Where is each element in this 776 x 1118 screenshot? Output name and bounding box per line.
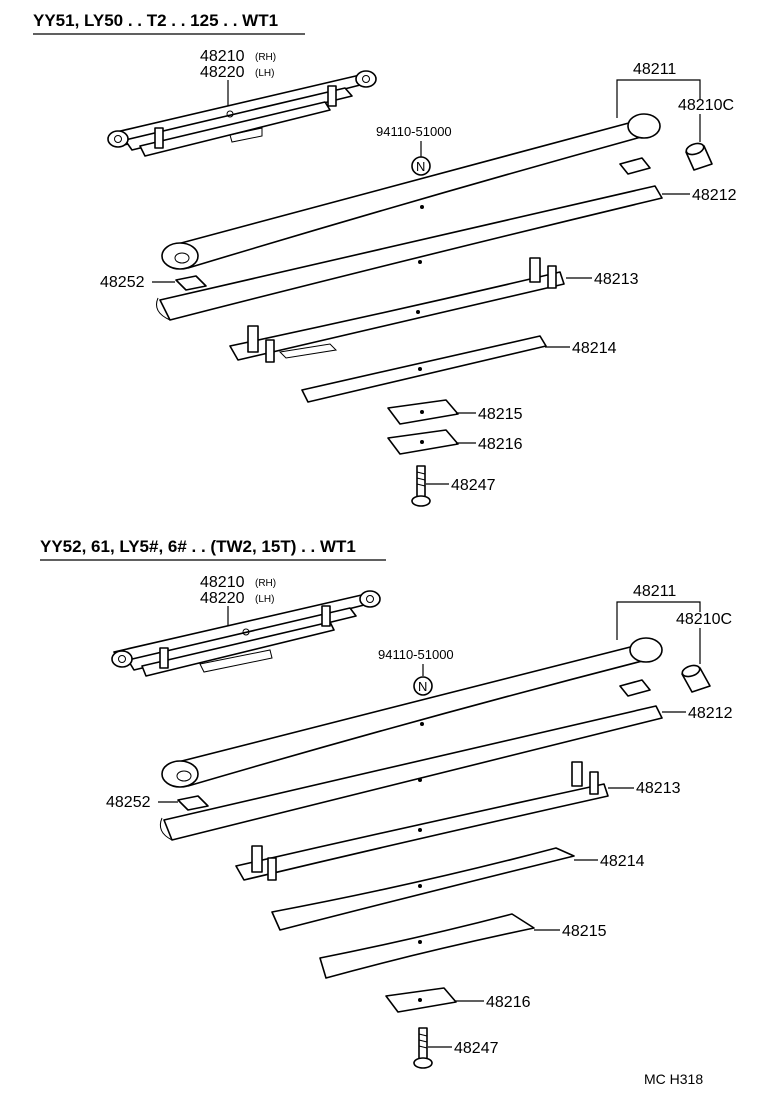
leaf-48214 [271,847,575,931]
assembly-lh-part-number: 48220 [200,64,245,81]
label-48247: 48247 [451,477,496,494]
leaf-48215 [319,913,535,979]
section-2: YY52, 61, LY5#, 6# . . (TW2, 15T) . . WT… [40,537,733,1069]
nut-symbol: N [416,159,425,174]
pad-48252 [175,275,207,291]
assembled-leaf-spring-icon [107,70,377,157]
label-48211: 48211 [633,583,676,600]
assembled-leaf-spring-icon [111,590,381,677]
nut-icon [413,676,433,696]
label-48247: 48247 [454,1040,499,1057]
bushing-48210c [681,664,711,693]
leaf-48213 [229,257,565,363]
pad-48252 [177,795,209,811]
nut-part-code: 94110-51000 [376,124,452,139]
label-48210c: 48210C [676,611,732,628]
bracket-48211 [616,79,701,118]
label-48210c: 48210C [678,97,734,114]
main-leaf-48211 [161,637,663,788]
section-1: YY51, LY50 . . T2 . . 125 . . WT1 48210 … [33,11,737,507]
label-48216: 48216 [478,436,523,453]
label-48213: 48213 [636,780,681,797]
main-leaf-48211 [161,113,661,270]
diagram-reference-code: MC H318 [644,1071,703,1087]
nut-part-code: 94110-51000 [378,647,454,662]
label-48212: 48212 [692,187,737,204]
label-48212: 48212 [688,705,733,722]
leaf-48212 [159,705,663,841]
liner-pad-upper [619,157,651,175]
liner-pad-upper [619,679,651,697]
label-48252: 48252 [100,274,145,291]
assembly-lh-tag: (LH) [255,594,274,605]
label-48213: 48213 [594,271,639,288]
bracket-48211 [616,601,701,640]
bolt-48247 [413,1027,433,1069]
leaf-48213 [235,761,609,881]
label-48252: 48252 [106,794,151,811]
leaf-48214 [301,335,547,403]
assembly-rh-part-number: 48210 [200,574,245,591]
assembly-rh-tag: (RH) [255,578,276,589]
assembly-rh-tag: (RH) [255,52,276,63]
label-48214: 48214 [572,340,617,357]
label-48215: 48215 [478,406,523,423]
label-48215: 48215 [562,923,607,940]
nut-icon [411,156,431,176]
nut-symbol: N [418,679,427,694]
label-48216: 48216 [486,994,531,1011]
assembly-lh-part-number: 48220 [200,590,245,607]
bushing-48210c [685,142,713,171]
section-2-header: YY52, 61, LY5#, 6# . . (TW2, 15T) . . WT… [40,537,356,556]
assembly-lh-tag: (LH) [255,68,274,79]
assembly-rh-part-number: 48210 [200,48,245,65]
bolt-48247 [411,465,431,507]
label-48211: 48211 [633,61,676,78]
section-1-header: YY51, LY50 . . T2 . . 125 . . WT1 [33,11,278,30]
leaf-48212 [156,185,663,321]
label-48214: 48214 [600,853,645,870]
